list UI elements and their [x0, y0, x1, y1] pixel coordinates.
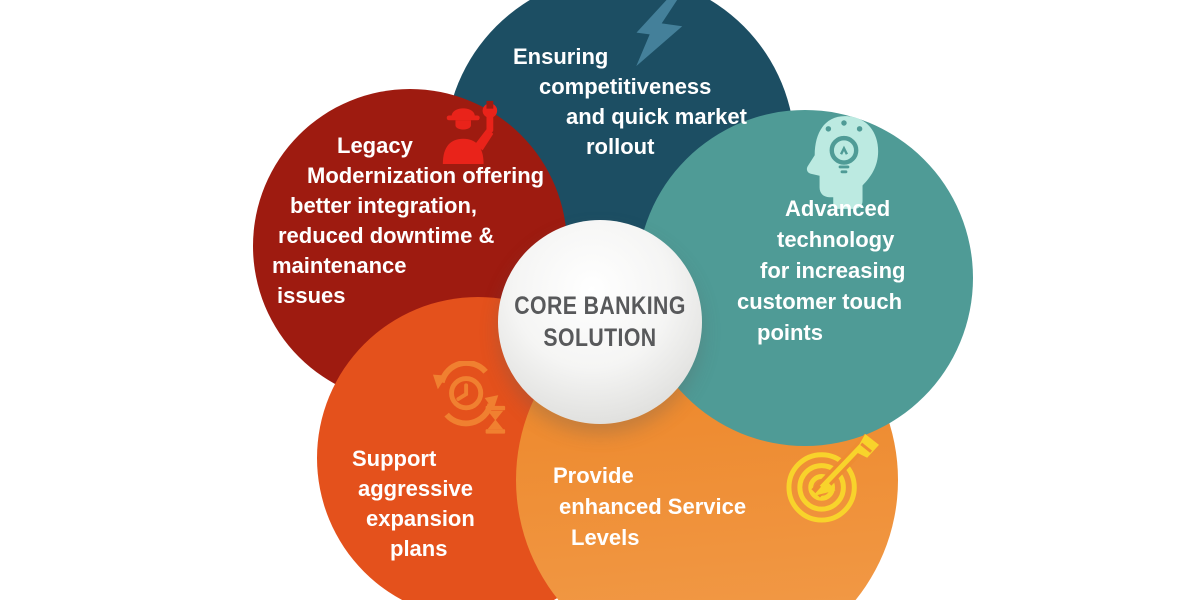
petal-right-label: Advanced technology for increasing custo… [737, 193, 905, 348]
petal-left-label: Legacy Modernization offering better int… [262, 131, 544, 311]
petal-right-circle [637, 110, 973, 446]
label-line: Modernization offering [307, 163, 545, 188]
label-line: competitiveness [539, 74, 712, 99]
label-line: for increasing [760, 258, 906, 283]
time-cycle-hourglass-icon [430, 361, 512, 439]
idea-head-icon [802, 112, 884, 216]
petal-bottom-left-label: Support aggressive expansion plans [352, 444, 475, 564]
petal-bottom-right-label: Provide enhanced Service Levels [553, 460, 746, 553]
label-line: points [757, 320, 823, 345]
engineer-wrench-icon [438, 96, 502, 164]
label-line: technology [777, 227, 895, 252]
label-line: Levels [571, 525, 640, 550]
label-line: plans [390, 536, 448, 561]
label-line: Provide [553, 463, 634, 488]
label-line: Ensuring [513, 44, 609, 69]
center-title: CORE BANKING SOLUTION [513, 290, 686, 354]
label-line: enhanced Service [559, 494, 747, 519]
label-line: rollout [586, 134, 655, 159]
label-line: customer touch [737, 289, 903, 314]
label-line: aggressive [358, 476, 473, 501]
label-line: Support [352, 446, 437, 471]
petal-top-label: Ensuring competitiveness and quick marke… [513, 42, 747, 162]
center-title-line: SOLUTION [543, 324, 657, 352]
label-line: better integration, [290, 193, 478, 218]
label-line: issues [277, 283, 346, 308]
center-title-line: CORE BANKING [514, 292, 686, 320]
label-line: maintenance [272, 253, 407, 278]
target-dart-icon [786, 428, 881, 525]
label-line: Legacy [337, 133, 413, 158]
label-line: and quick market [566, 104, 747, 129]
label-line: reduced downtime & [278, 223, 495, 248]
center-sphere: CORE BANKING SOLUTION [498, 220, 702, 424]
label-line: Advanced [785, 196, 891, 221]
lightning-bolt-icon [617, 0, 701, 74]
label-line: expansion [366, 506, 475, 531]
